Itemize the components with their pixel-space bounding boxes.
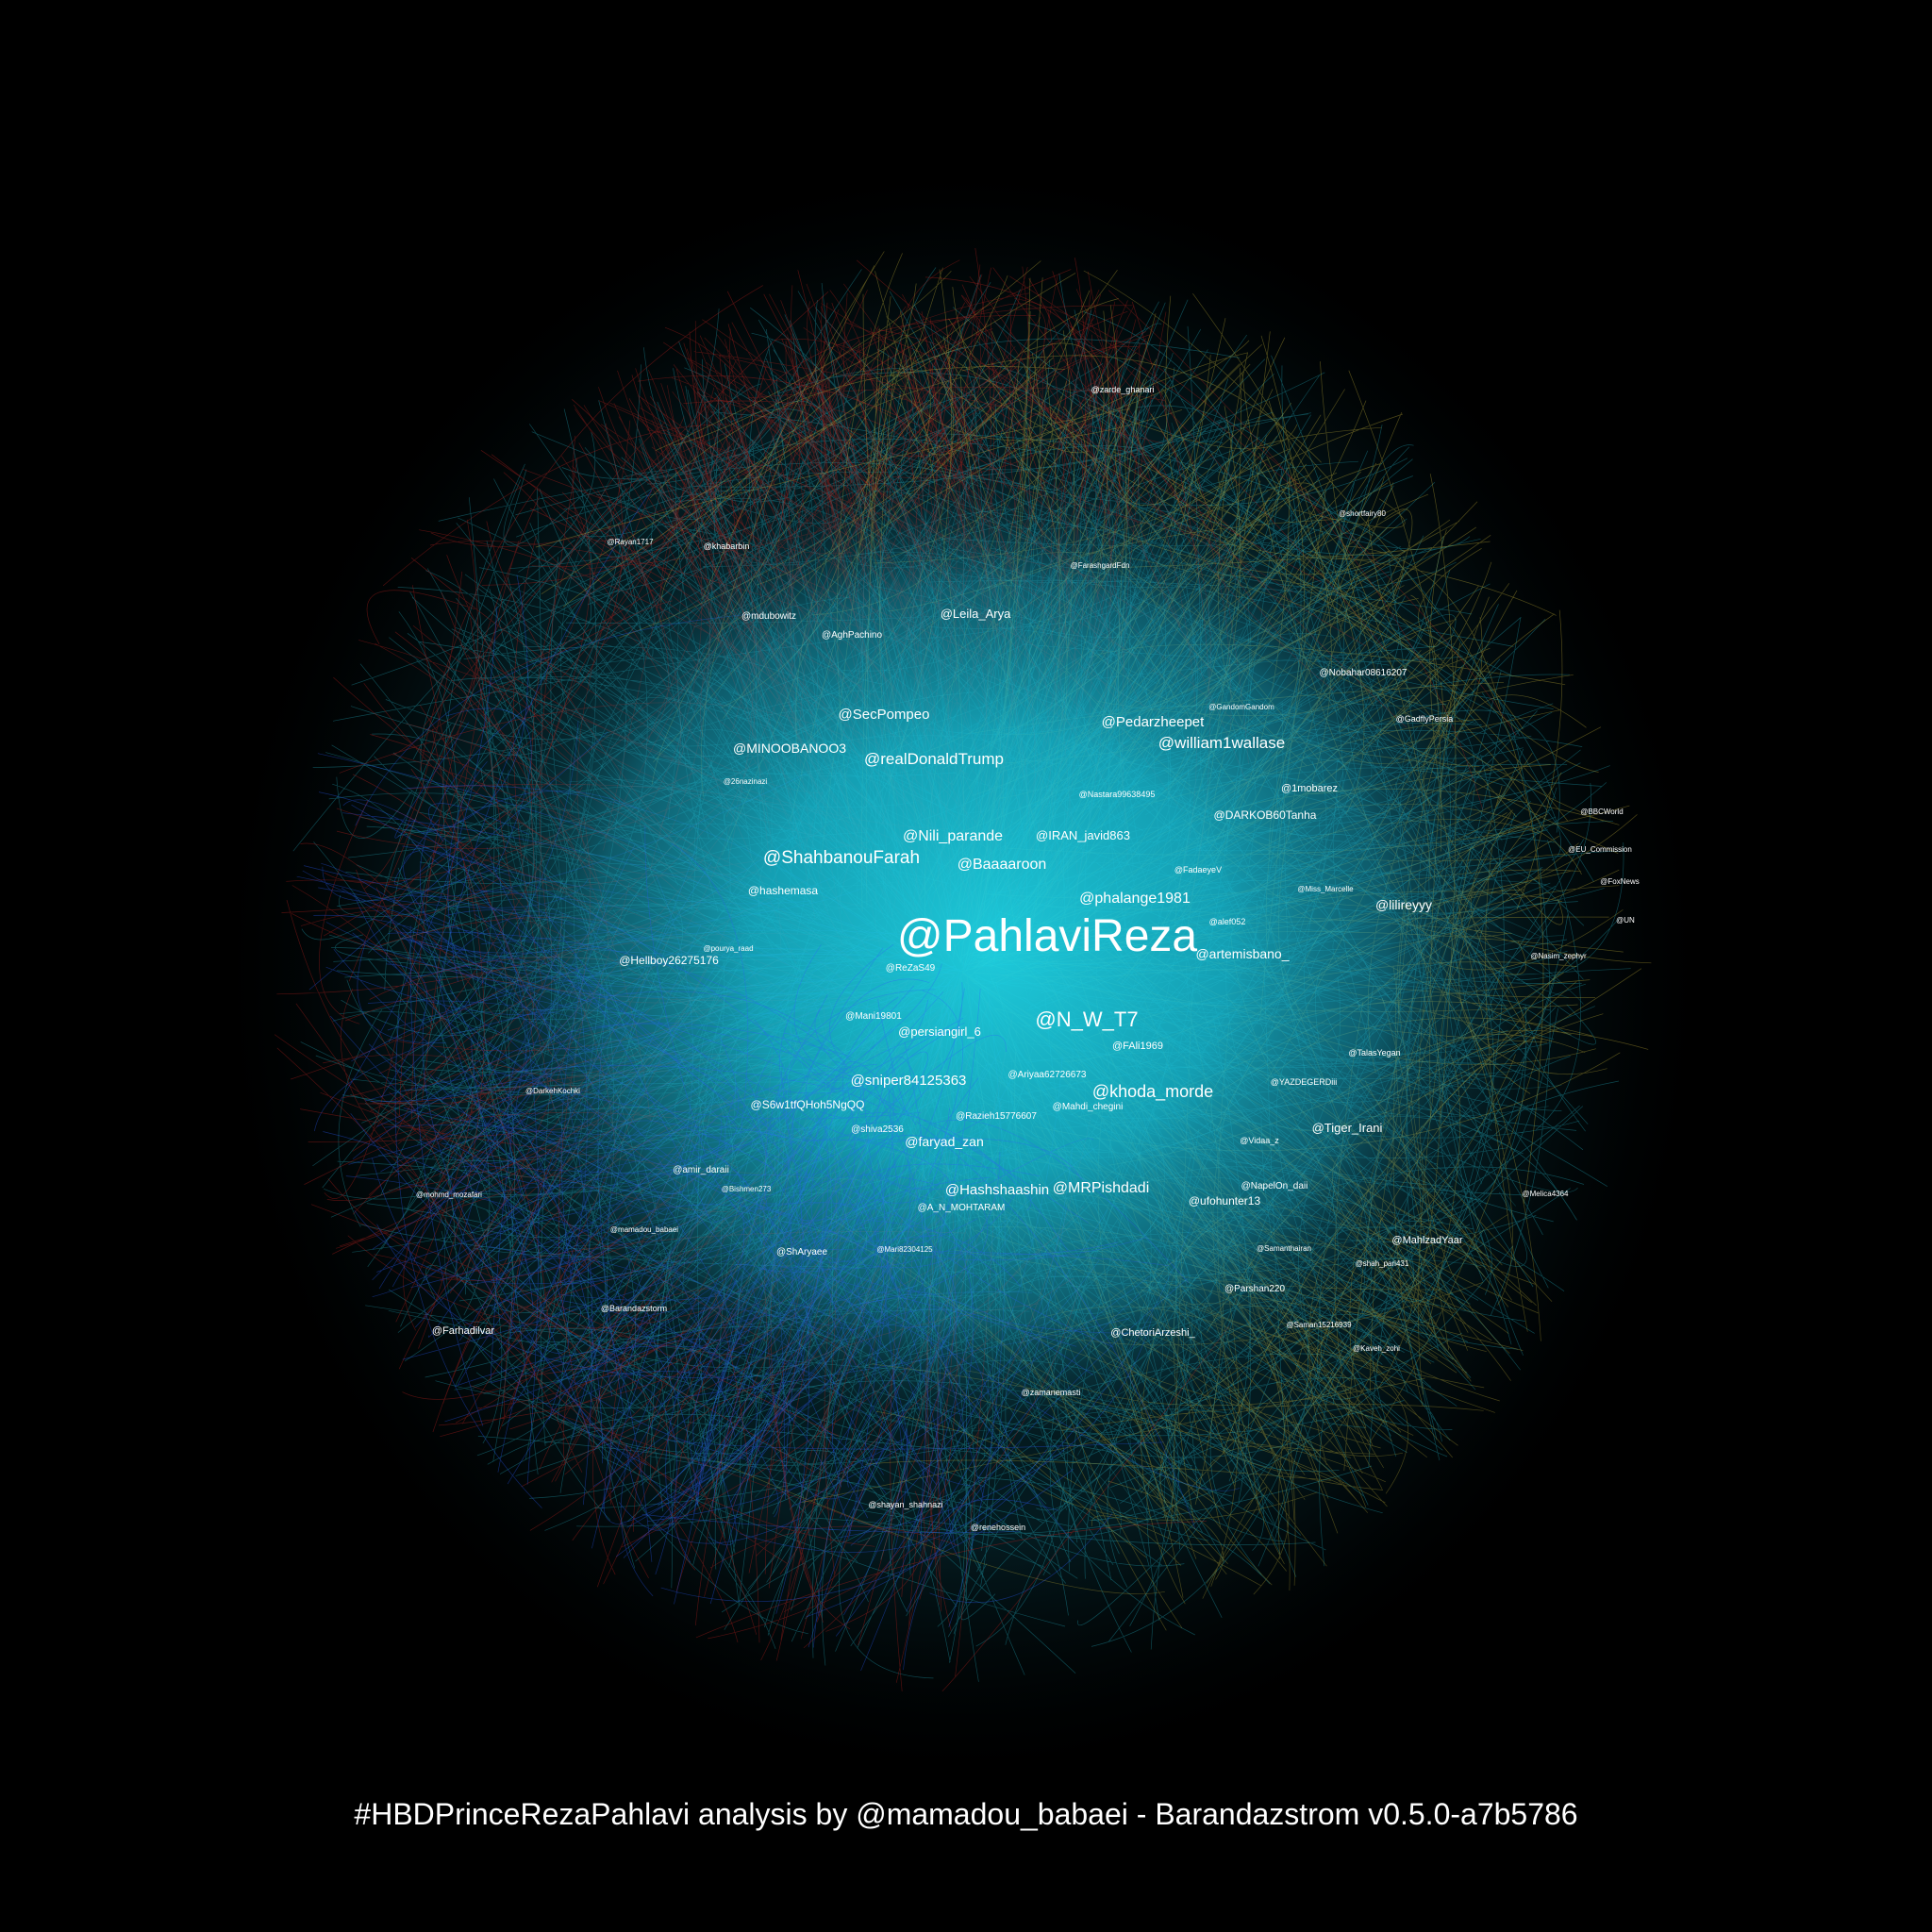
node-label: @artemisbano_ <box>1195 946 1289 961</box>
node-label: @ufohunter13 <box>1189 1194 1261 1208</box>
node-label: @DARKOB60Tanha <box>1214 808 1317 822</box>
analysis-caption: #HBDPrinceRezaPahlavi analysis by @mamad… <box>354 1797 1578 1831</box>
node-label: @persiangirl_6 <box>898 1024 981 1039</box>
node-label: @william1wallase <box>1158 734 1285 752</box>
node-label: @Ariyaa62726673 <box>1008 1070 1087 1080</box>
node-label: @Melica4364 <box>1522 1190 1569 1198</box>
node-label: @phalange1981 <box>1079 891 1191 907</box>
node-label: @GandomGandom <box>1208 703 1274 711</box>
node-label: @Mahdi_chegini <box>1053 1102 1124 1112</box>
node-label: @MINOOBANOO3 <box>733 741 846 756</box>
node-label: @IRAN_javid863 <box>1036 828 1130 842</box>
node-label: @Farhadilvar <box>432 1325 495 1337</box>
node-label: @S6w1tfQHoh5NgQQ <box>751 1098 865 1111</box>
node-label: @Samanthairan <box>1257 1244 1311 1253</box>
node-label: @UN <box>1616 916 1635 924</box>
node-label: @FadaeyeV <box>1174 865 1222 874</box>
node-label: @shortfairy80 <box>1339 509 1386 518</box>
node-label: @renehossein <box>971 1523 1025 1532</box>
node-label: @mohmd_mozafari <box>416 1191 482 1199</box>
node-label: @alef052 <box>1209 917 1246 926</box>
node-label: @BBCWorld <box>1580 808 1623 816</box>
node-label: @Leila_Arya <box>941 607 1011 621</box>
node-label: @Hashshaashin <box>945 1182 1049 1198</box>
node-label: @Nili_parande <box>903 828 1003 844</box>
node-label: @PahlaviReza <box>897 911 1198 961</box>
edge-bundle <box>393 404 1570 1539</box>
node-label: @1mobarez <box>1281 783 1338 794</box>
node-label: @MRPishdadi <box>1053 1180 1150 1196</box>
node-label: @Tiger_Irani <box>1312 1121 1383 1135</box>
node-label: @realDonaldTrump <box>864 750 1004 768</box>
node-label: @Pedarzheepet <box>1102 714 1205 730</box>
node-label: @faryad_zan <box>905 1134 983 1149</box>
node-label: @Vidaa_z <box>1240 1136 1279 1145</box>
node-label: @GadflyPersia <box>1396 714 1454 724</box>
node-label: @mdubowitz <box>741 611 796 622</box>
node-label: @FarashgardFdn <box>1071 561 1130 570</box>
node-label: @ChetoriArzeshi_ <box>1110 1327 1195 1339</box>
node-label: @ReZaS49 <box>886 963 936 974</box>
node-label: @shiva2536 <box>851 1124 904 1135</box>
edge-layer-top <box>364 404 1570 1553</box>
core-cluster <box>462 462 1519 1443</box>
node-label: @Rayan1717 <box>607 538 654 546</box>
node-label: @MahlzadYaar <box>1391 1235 1463 1246</box>
node-label: @Nobahar08616207 <box>1319 668 1407 678</box>
node-label: @Bishmen273 <box>722 1185 772 1193</box>
node-label: @Baaaaroon <box>958 857 1047 873</box>
node-label: @sniper84125363 <box>851 1073 967 1089</box>
node-label: @YAZDEGERDiii <box>1271 1077 1337 1087</box>
node-labels: @PahlaviReza @N_W_T7 @ShahbanouFarah @re… <box>416 385 1640 1532</box>
node-label: @Saman15216939 <box>1286 1321 1352 1329</box>
node-label: @zarde_ghanari <box>1091 385 1155 394</box>
node-label: @Miss_Marcelle <box>1297 885 1354 893</box>
node-label: @Nastara99638495 <box>1079 790 1156 799</box>
node-label: @FoxNews <box>1600 877 1639 886</box>
node-label: @pourya_raad <box>703 944 753 953</box>
node-label: @hashemasa <box>748 884 819 897</box>
node-label: @shayan_shahnazi <box>868 1500 942 1509</box>
node-label: @A_N_MOHTARAM <box>918 1203 1006 1213</box>
node-label: @Razieh15776607 <box>956 1111 1037 1122</box>
node-label: @SecPompeo <box>839 707 930 723</box>
node-label: @mamadou_babaei <box>610 1225 678 1234</box>
node-label: @DarkehKochki <box>525 1087 580 1095</box>
node-label: @EU_Commission <box>1568 845 1632 854</box>
node-label: @Mari82304125 <box>876 1245 933 1254</box>
node-label: @Mani19801 <box>845 1011 902 1022</box>
node-label: @N_W_T7 <box>1035 1008 1138 1031</box>
node-label: @Nasim_zephyr <box>1530 952 1587 960</box>
node-label: @khoda_morde <box>1092 1082 1213 1102</box>
node-label: @Hellboy26275176 <box>619 954 719 967</box>
node-label: @Parshan220 <box>1224 1284 1286 1294</box>
node-label: @khabarbin <box>704 541 750 551</box>
node-label: @ShAryaee <box>776 1247 828 1257</box>
node-label: @ShahbanouFarah <box>763 848 920 868</box>
node-label: @TalasYegan <box>1348 1048 1400 1058</box>
node-label: @NapelOn_daii <box>1241 1181 1308 1191</box>
node-label: @FAli1969 <box>1112 1041 1163 1052</box>
node-label: @shah_pari431 <box>1356 1259 1409 1268</box>
edge-bundle <box>364 824 1241 1553</box>
node-label: @Barandazstorm <box>601 1304 667 1313</box>
node-label: @Kaveh_zohi <box>1353 1344 1400 1353</box>
node-label: @zamanemasti <box>1022 1388 1081 1397</box>
node-label: @amir_daraii <box>673 1165 729 1175</box>
node-label: @26nazinazi <box>724 777 768 786</box>
node-label: @lilireyyy <box>1375 897 1432 912</box>
node-label: @AghPachino <box>822 630 883 641</box>
